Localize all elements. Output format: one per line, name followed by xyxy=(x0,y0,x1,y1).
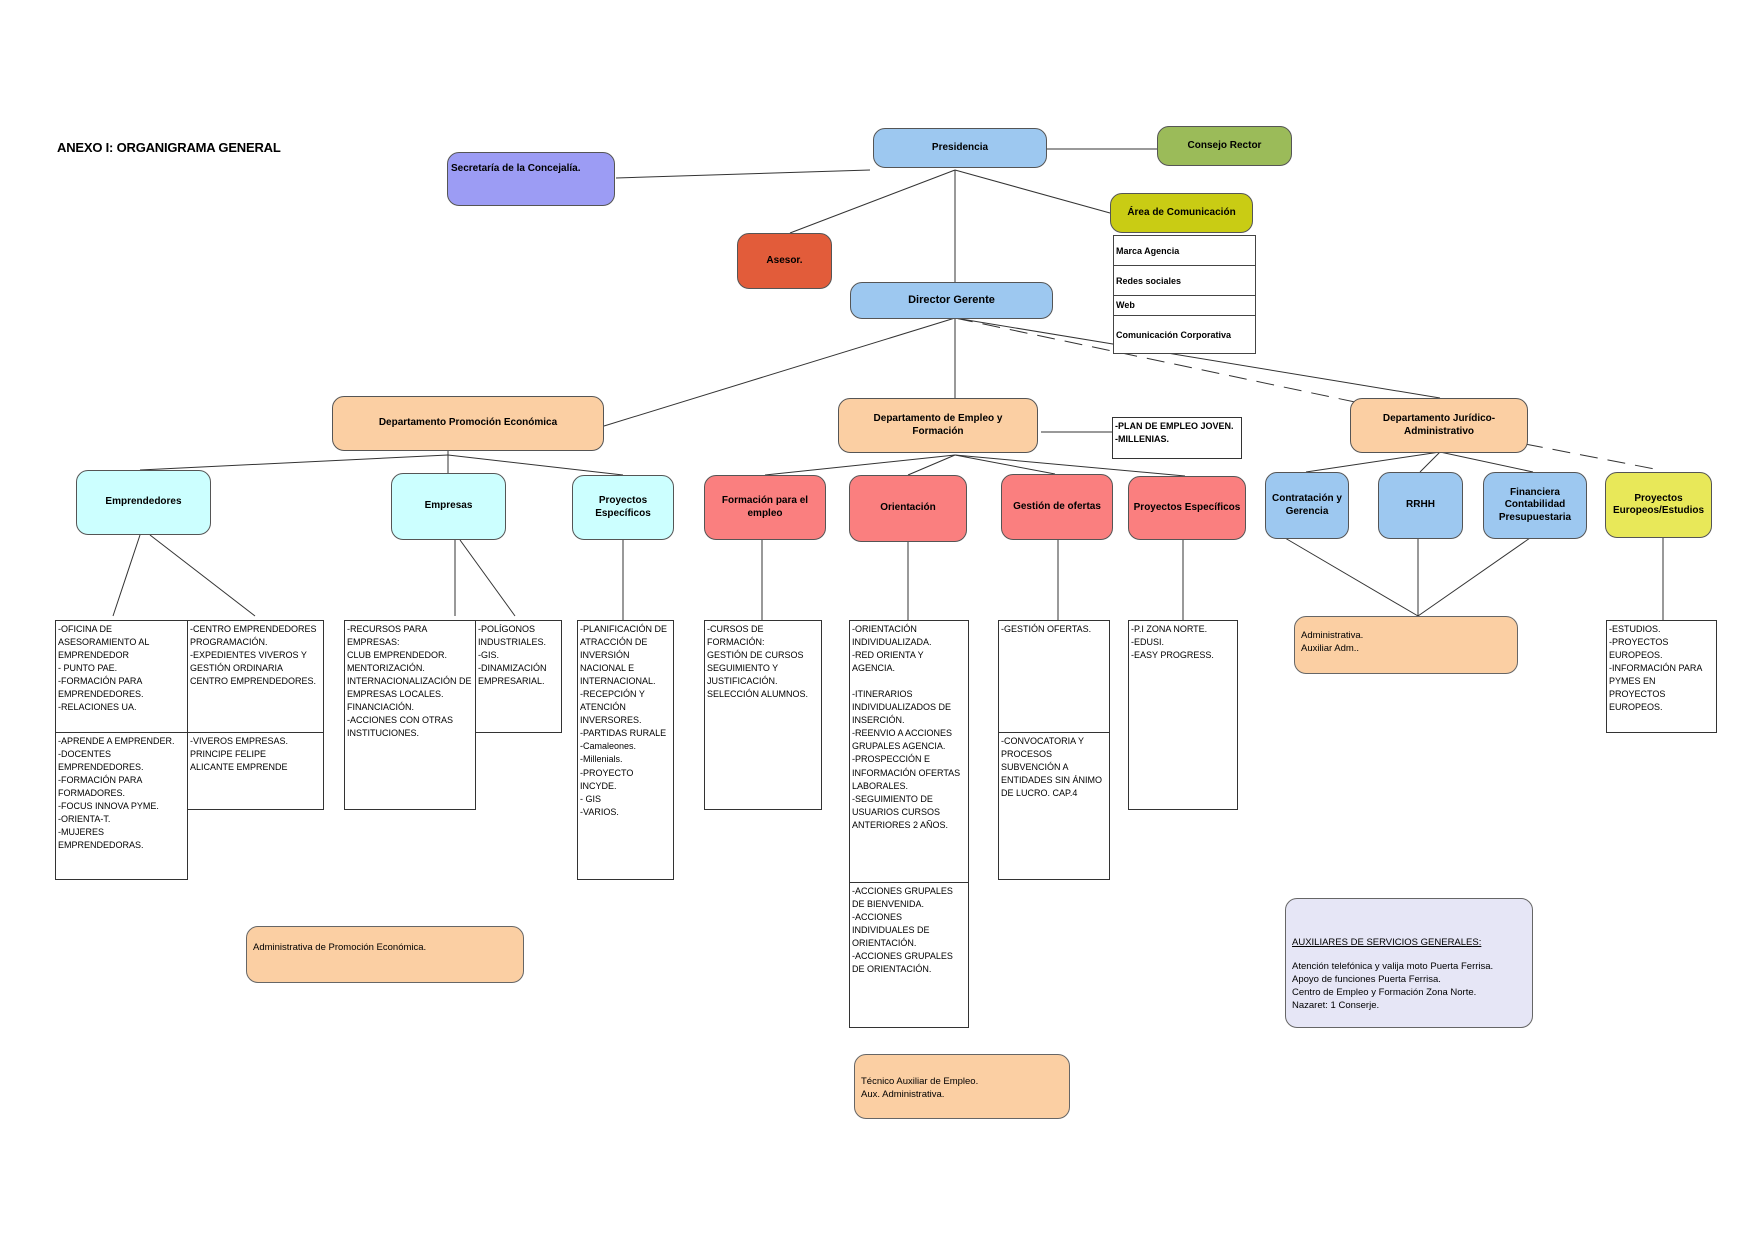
emprendedores-box-2: -CENTRO EMPRENDEDORES PROGRAMACIÓN. -EXP… xyxy=(187,620,324,733)
emprendedores-box-1: -OFICINA DE ASESORAMIENTO AL EMPRENDEDOR… xyxy=(55,620,188,733)
orientacion-box-2: -ACCIONES GRUPALES DE BIENVENIDA. -ACCIO… xyxy=(849,882,969,1028)
emprendedores-box-4: -VIVEROS EMPRESAS. PRINCIPE FELIPE ALICA… xyxy=(187,732,324,810)
comunicacion-item: Redes sociales xyxy=(1114,266,1255,296)
consejo-rector-node: Consejo Rector xyxy=(1157,126,1292,166)
proyectos-empleo-box: -P.I ZONA NORTE. -EDUSI. -EASY PROGRESS. xyxy=(1128,620,1238,810)
contratacion-gerencia-node: Contratación y Gerencia xyxy=(1265,472,1349,539)
auxiliares-title: AUXILIARES DE SERVICIOS GENERALES: xyxy=(1292,937,1482,949)
financiera-node: Financiera Contabilidad Presupuestaria xyxy=(1483,472,1587,539)
proyectos-promocion-box: -PLANIFICACIÓN DE ATRACCIÓN DE INVERSIÓN… xyxy=(577,620,674,880)
formacion-box: -CURSOS DE FORMACIÓN: GESTIÓN DE CURSOS … xyxy=(704,620,822,810)
dep-juridico-node: Departamento Jurídico- Administrativo xyxy=(1350,398,1528,453)
presidencia-node: Presidencia xyxy=(873,128,1047,168)
empleo-tecnico-note: Técnico Auxiliar de Empleo. Aux. Adminis… xyxy=(854,1054,1070,1119)
asesor-node: Asesor. xyxy=(737,233,832,289)
comunicacion-list: Marca Agencia Redes sociales Web Comunic… xyxy=(1113,235,1256,354)
ofertas-box-1: -GESTIÓN OFERTAS. xyxy=(998,620,1110,733)
page-title: ANEXO I: ORGANIGRAMA GENERAL xyxy=(57,140,281,155)
empresas-node: Empresas xyxy=(391,473,506,540)
comunicacion-item: Comunicación Corporativa xyxy=(1116,330,1232,340)
dep-empleo-node: Departamento de Empleo y Formación xyxy=(838,398,1038,453)
empresas-box-2: -POLÍGONOS INDUSTRIALES. -GIS. -DINAMIZA… xyxy=(475,620,562,733)
ofertas-box-2: -CONVOCATORIA Y PROCESOS SUBVENCIÓN A EN… xyxy=(998,732,1110,880)
proyectos-europeos-node: Proyectos Europeos/Estudios xyxy=(1605,472,1712,538)
orientacion-node: Orientación xyxy=(849,475,967,542)
empresas-box-1: -RECURSOS PARA EMPRESAS: CLUB EMPRENDEDO… xyxy=(344,620,476,810)
gestion-ofertas-node: Gestión de ofertas xyxy=(1001,474,1113,540)
area-comunicacion-node: Área de Comunicación xyxy=(1110,193,1253,233)
secretaria-node: Secretaría de la Concejalía. xyxy=(447,152,615,206)
emprendedores-box-3: -APRENDE A EMPRENDER. -DOCENTES EMPRENDE… xyxy=(55,732,188,880)
comunicacion-item: Marca Agencia xyxy=(1114,236,1255,266)
emprendedores-node: Emprendedores xyxy=(76,470,211,535)
director-gerente-node: Director Gerente xyxy=(850,282,1053,319)
auxiliares-note: AUXILIARES DE SERVICIOS GENERALES: Atenc… xyxy=(1285,898,1533,1028)
formacion-empleo-node: Formación para el empleo xyxy=(704,475,826,540)
rrhh-node: RRHH xyxy=(1378,472,1463,539)
europeos-box: -ESTUDIOS. -PROYECTOS EUROPEOS. -INFORMA… xyxy=(1606,620,1717,733)
orientacion-box-1: -ORIENTACIÓN INDIVIDUALIZADA. -RED ORIEN… xyxy=(849,620,969,883)
comunicacion-item: Web xyxy=(1114,296,1255,316)
proyectos-especificos-promocion-node: Proyectos Específicos xyxy=(572,475,674,540)
promocion-admin-note: Administrativa de Promoción Económica. xyxy=(246,926,524,983)
empleo-side-box: -PLAN DE EMPLEO JOVEN. -MILLENIAS. xyxy=(1112,417,1242,459)
juridico-admin-note: Administrativa. Auxiliar Adm.. xyxy=(1294,616,1518,674)
dep-promocion-node: Departamento Promoción Económica xyxy=(332,396,604,451)
proyectos-especificos-empleo-node: Proyectos Específicos xyxy=(1128,476,1246,540)
auxiliares-body: Atención telefónica y valija moto Puerta… xyxy=(1292,960,1494,1012)
